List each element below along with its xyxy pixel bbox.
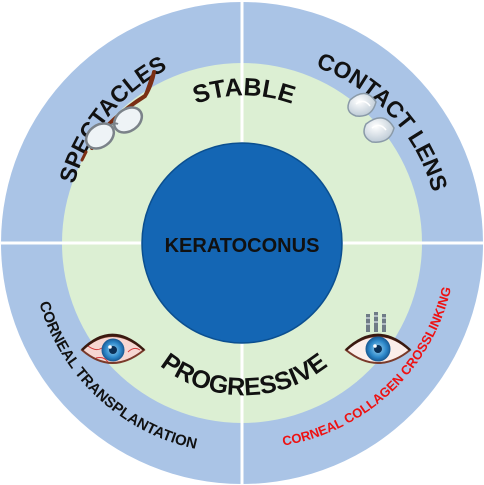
uv-drops-icon xyxy=(366,312,386,332)
spectacles-icon xyxy=(80,70,156,162)
crosslinking-eye-icon xyxy=(344,312,412,364)
center-disc xyxy=(141,142,343,344)
center-label: KERATOCONUS xyxy=(165,235,320,257)
contact-lens-icon xyxy=(347,92,395,143)
inflamed-eye-icon xyxy=(80,333,146,364)
